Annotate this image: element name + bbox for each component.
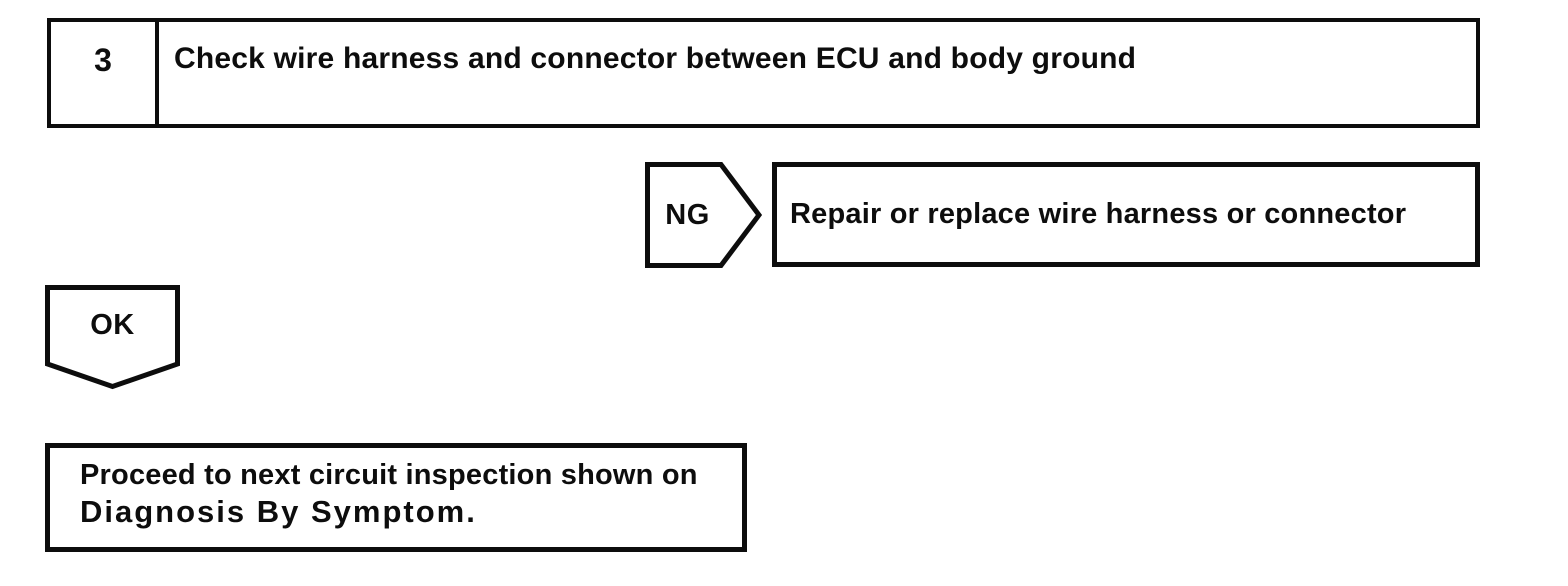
ok-action-line2: Diagnosis By Symptom.	[80, 494, 477, 529]
step-title-cell: Check wire harness and connector between…	[159, 22, 1476, 124]
step-number-cell: 3	[51, 22, 159, 124]
ng-pentagon-icon	[645, 162, 762, 268]
step-box: 3 Check wire harness and connector betwe…	[47, 18, 1480, 128]
ng-pentagon-shape	[645, 162, 762, 268]
ng-action-text: Repair or replace wire harness or connec…	[790, 198, 1407, 230]
step-number: 3	[94, 42, 112, 78]
ng-connector: NG	[645, 162, 762, 268]
ok-action-line1: Proceed to next circuit inspection shown…	[80, 459, 698, 491]
ok-pentagon-icon	[45, 285, 180, 390]
ok-label: OK	[90, 308, 135, 341]
ok-pentagon-shape	[45, 285, 180, 390]
ng-action-box: Repair or replace wire harness or connec…	[772, 162, 1480, 267]
ok-connector: OK	[45, 285, 180, 390]
step-title: Check wire harness and connector between…	[174, 42, 1137, 75]
ng-label: NG	[665, 198, 710, 231]
ok-action-box: Proceed to next circuit inspection shown…	[45, 443, 747, 552]
